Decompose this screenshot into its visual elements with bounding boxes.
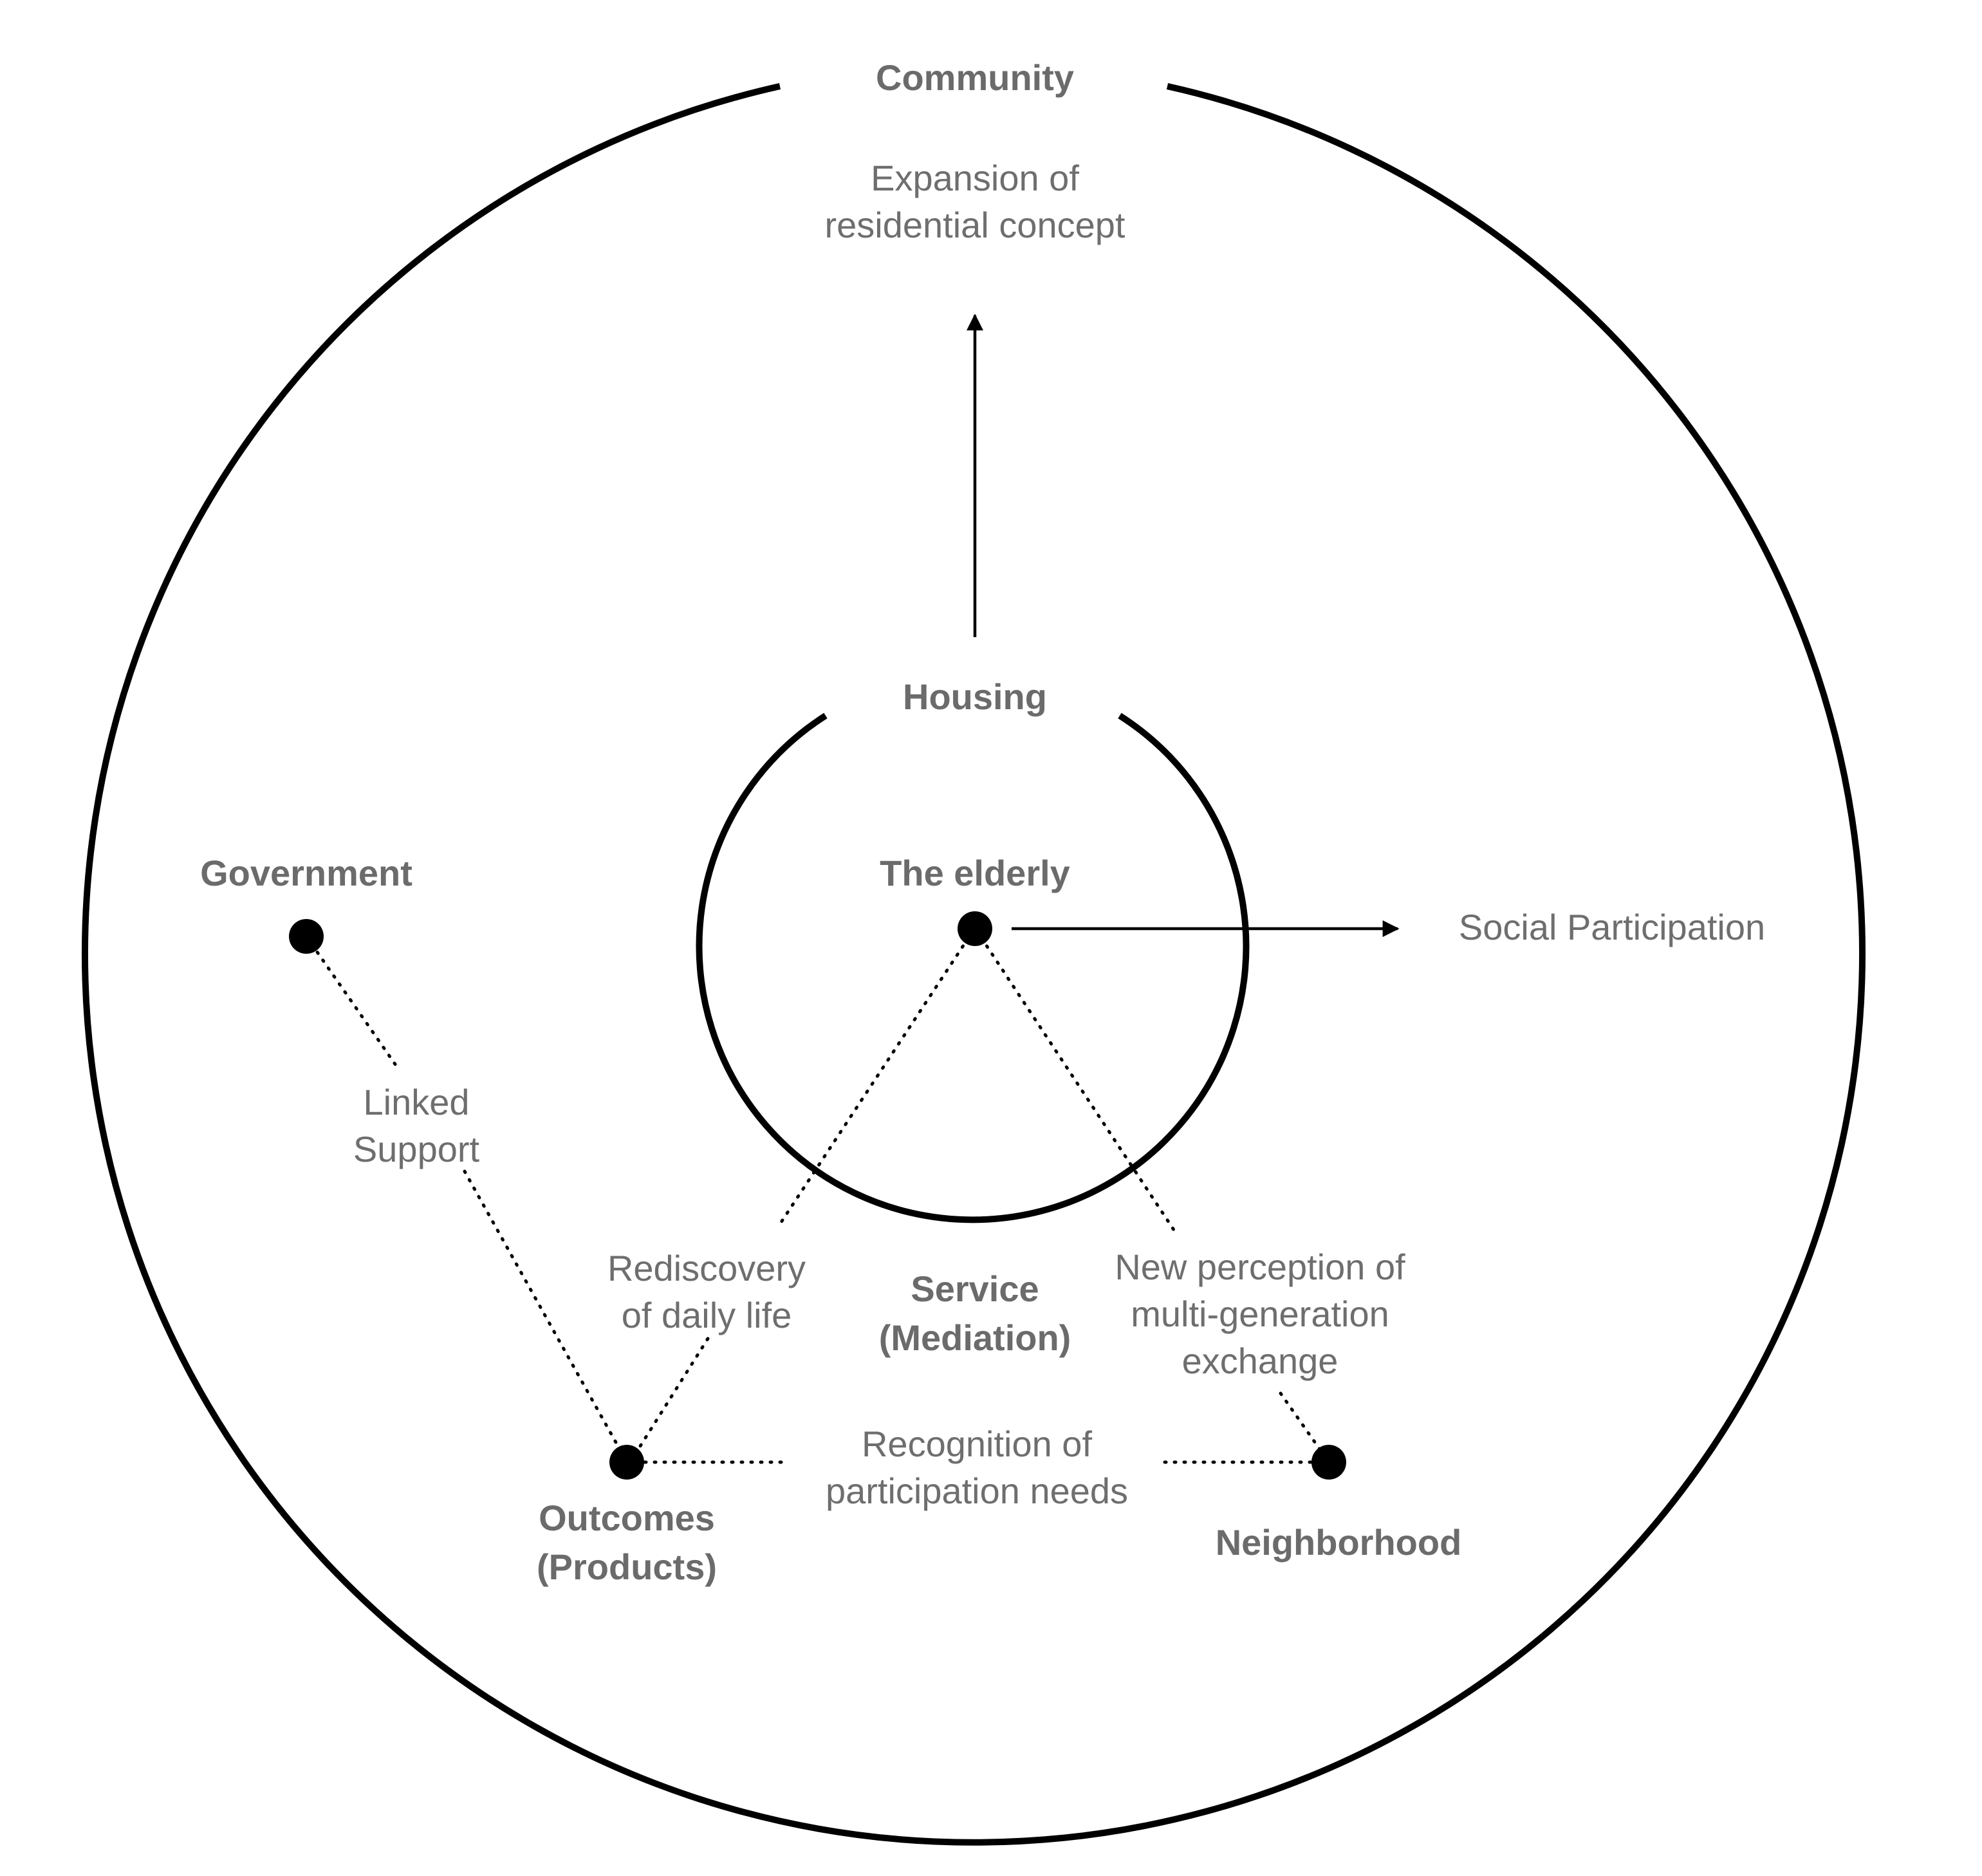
- inner-circle: [696, 712, 1250, 1223]
- recognition-line2: participation needs: [826, 1471, 1128, 1511]
- service-label-line2: (Mediation): [879, 1317, 1071, 1358]
- housing-label: Housing: [903, 676, 1047, 717]
- community-note-line2: residential concept: [825, 205, 1125, 245]
- dotted-link-elderly-outcomes-upper: [777, 928, 976, 1228]
- dotted-link-government-outcomes-lower: [463, 1169, 627, 1462]
- rediscovery-line2: of daily life: [622, 1295, 792, 1335]
- dotted-link-elderly-outcomes-lower: [634, 1337, 710, 1455]
- node-outcomes: [609, 1445, 644, 1480]
- social-participation-label: Social Participation: [1459, 907, 1765, 947]
- new-perception-line1: New perception of: [1115, 1247, 1405, 1287]
- node-government: [289, 919, 324, 954]
- dotted-link-elderly-neighborhood-upper: [974, 928, 1180, 1238]
- outer-circle: [82, 83, 1866, 1846]
- community-label: Community: [876, 57, 1074, 98]
- node-neighborhood: [1311, 1445, 1346, 1480]
- linked-support-line1: Linked: [363, 1082, 469, 1122]
- dotted-link-government-outcomes-upper: [304, 934, 398, 1067]
- rediscovery-line1: Rediscovery: [607, 1248, 806, 1288]
- new-perception-line2: multi-generation: [1131, 1294, 1389, 1334]
- outcomes-label-line1: Outcomes: [539, 1498, 715, 1538]
- community-note-line1: Expansion of: [871, 158, 1079, 198]
- new-perception-line3: exchange: [1182, 1341, 1338, 1381]
- government-label: Government: [200, 853, 412, 893]
- recognition-line1: Recognition of: [862, 1424, 1092, 1464]
- elderly-label: The elderly: [880, 853, 1070, 893]
- node-elderly: [958, 911, 992, 946]
- neighborhood-label: Neighborhood: [1216, 1522, 1462, 1563]
- dotted-link-elderly-neighborhood-lower: [1279, 1391, 1326, 1458]
- service-label-line1: Service: [911, 1268, 1039, 1309]
- outcomes-label-line2: (Products): [537, 1546, 717, 1587]
- linked-support-line2: Support: [353, 1129, 480, 1169]
